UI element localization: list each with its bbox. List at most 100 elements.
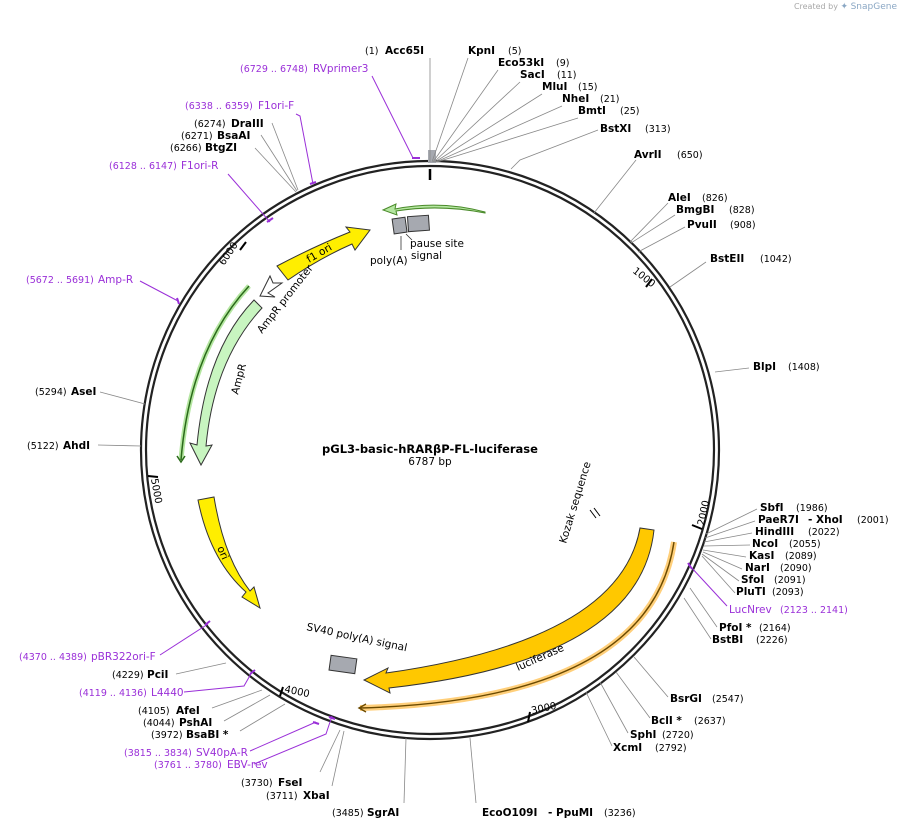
snapgene-credit: Created by ✦ SnapGene bbox=[794, 2, 897, 12]
site-pcii: PciI bbox=[147, 669, 168, 681]
leader-pfoi bbox=[689, 587, 718, 628]
tick-label-5000: 5000 bbox=[148, 478, 163, 505]
site-bstbi: BstBI bbox=[712, 634, 743, 646]
leader-sbfi bbox=[705, 508, 758, 535]
luciferase-arrow bbox=[362, 527, 655, 694]
leader-pvuii bbox=[637, 226, 686, 253]
tick-label-3000: 3000 bbox=[530, 701, 557, 717]
ampr-label: AmpR bbox=[229, 362, 249, 395]
site-pos-xcmi: (2792) bbox=[655, 743, 687, 754]
leader-hindiii bbox=[703, 532, 753, 543]
site-xbai: XbaI bbox=[303, 790, 330, 802]
leader-nari bbox=[702, 551, 743, 570]
primer-amp-r: Amp-R bbox=[98, 274, 133, 286]
site-pos-pluti: (2093) bbox=[772, 587, 804, 598]
leader-blpi bbox=[714, 367, 750, 373]
site-afei: AfeI bbox=[176, 705, 200, 717]
backbone-inner-strand bbox=[144, 164, 716, 736]
tick-4000 bbox=[279, 686, 284, 697]
leader-pcii bbox=[175, 662, 227, 675]
site-ncoi: NcoI bbox=[752, 538, 778, 550]
mark-ebv-rev bbox=[328, 716, 336, 720]
tick-label-1000: 1000 bbox=[630, 266, 657, 290]
kozak-mark-a bbox=[589, 509, 597, 519]
ampr-primer-line bbox=[180, 285, 250, 461]
site-kpni: KpnI bbox=[468, 45, 495, 57]
polya-label: poly(A) bbox=[370, 255, 408, 267]
leader-btgzi bbox=[254, 147, 297, 193]
leader-ebv-rev bbox=[253, 715, 333, 765]
sv40-polya-box bbox=[328, 654, 358, 675]
primer-pos-f1ori-f: (6338 .. 6359) bbox=[185, 101, 253, 112]
leader-f1ori-f bbox=[295, 113, 314, 185]
site-pfoi: PfoI * bbox=[719, 622, 752, 634]
site-pos-sfoi: (2091) bbox=[774, 575, 806, 586]
site-mlui: MluI bbox=[542, 81, 567, 93]
leader-alei bbox=[629, 202, 669, 243]
site-xcmi: XcmI bbox=[613, 742, 642, 754]
site-bsabi: BsaBI * bbox=[186, 729, 229, 741]
leader-bsteii bbox=[669, 261, 707, 288]
site-pos-acc65i: (1) bbox=[365, 46, 378, 57]
tick-3000 bbox=[527, 711, 531, 723]
site-pos-sgrai: (3485) bbox=[332, 808, 364, 819]
site-pos-ppumi: (3236) bbox=[604, 808, 636, 819]
plasmid-length: 6787 bp bbox=[408, 456, 452, 468]
leader-sgrai bbox=[403, 737, 407, 804]
leader-lucnrev bbox=[689, 565, 728, 607]
site-pos-bmgbi: (828) bbox=[729, 205, 755, 216]
site-saci: SacI bbox=[520, 69, 545, 81]
primer-pos-ebv-rev: (3761 .. 3780) bbox=[154, 760, 222, 771]
mark-f1ori-r bbox=[266, 217, 274, 223]
site-bmgbi: BmgBI bbox=[676, 204, 714, 216]
leader-paer7i bbox=[704, 520, 756, 539]
leader-bcli bbox=[615, 671, 651, 719]
site-pos-fsei: (3730) bbox=[241, 778, 273, 789]
origin-site-cluster bbox=[428, 150, 436, 163]
leader-amp-r bbox=[139, 280, 179, 302]
site-pos-saci: (11) bbox=[557, 70, 577, 81]
pause-leader bbox=[405, 233, 413, 241]
site-fsei: FseI bbox=[278, 777, 302, 789]
site-pos-bmti: (25) bbox=[620, 106, 640, 117]
primer-pos-sv40pa-r: (3815 .. 3834) bbox=[124, 748, 192, 759]
leader-pbr322ori-f bbox=[159, 623, 209, 656]
luc-primer-line bbox=[359, 541, 675, 709]
credit-text: Created by bbox=[793, 2, 838, 11]
site-sbfi: SbfI bbox=[760, 502, 784, 514]
ori-label: ori bbox=[214, 544, 231, 561]
leader-rvprimer3 bbox=[371, 75, 414, 159]
site-ahdi: AhdI bbox=[63, 440, 90, 452]
primer-l4440: L4440 bbox=[151, 687, 184, 699]
primer-pos-lucnrev: (2123 .. 2141) bbox=[780, 605, 848, 616]
site-draiii: DraIII bbox=[231, 118, 264, 130]
tick-label-6000: 6000 bbox=[217, 240, 240, 267]
site-pos-bstxi: (313) bbox=[645, 124, 671, 135]
site-alei: AleI bbox=[668, 192, 691, 204]
site-pos-bcli: (2637) bbox=[694, 716, 726, 727]
luc-primer-arrowhead bbox=[357, 703, 367, 713]
signal-label: signal bbox=[411, 250, 442, 262]
leader-bsabi bbox=[239, 703, 286, 732]
leader-bmti bbox=[436, 117, 579, 163]
primer-lucnrev: LucNrev bbox=[729, 604, 772, 616]
tick-2000 bbox=[691, 524, 703, 530]
site-pos-draiii: (6274) bbox=[194, 119, 226, 130]
site-acc65i: Acc65I bbox=[385, 45, 424, 57]
site-pos-pcii: (4229) bbox=[112, 670, 144, 681]
leader-avrii bbox=[593, 159, 637, 214]
ampr-promoter-arrow bbox=[259, 274, 284, 298]
site-pos-nari: (2090) bbox=[780, 563, 812, 574]
primer-pos-pbr322ori-f: (4370 .. 4389) bbox=[19, 652, 87, 663]
primer-pbr322ori-f: pBR322ori-F bbox=[91, 651, 156, 663]
site-pos-sbfi: (1986) bbox=[796, 503, 828, 514]
sv40-polya-label: SV40 poly(A) signal bbox=[305, 621, 408, 654]
leader-ecoo109i bbox=[469, 737, 477, 804]
primer-pos-f1ori-r: (6128 .. 6147) bbox=[109, 161, 177, 172]
ampr-primer-arrowhead bbox=[176, 455, 186, 464]
site-pos-kpni: (5) bbox=[508, 46, 521, 57]
site-pos-afei: (4105) bbox=[138, 706, 170, 717]
snapgene-brand-name: SnapGene bbox=[850, 2, 897, 12]
leader-sv40pa-r bbox=[249, 721, 317, 752]
site-pos-blpi: (1408) bbox=[788, 362, 820, 373]
